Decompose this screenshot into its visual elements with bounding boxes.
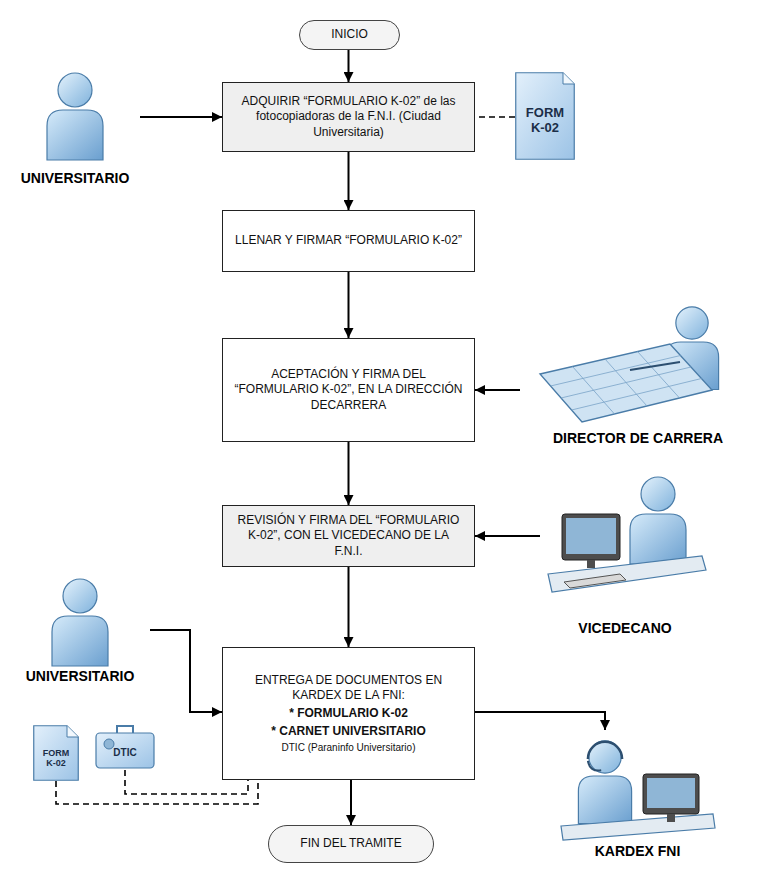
student-actor: UNIVERSITARIO [10, 572, 150, 690]
person-head [63, 579, 97, 613]
flow-arrow [350, 780, 352, 825]
document-fold [563, 73, 574, 84]
form-document: FORM K-02 [33, 725, 79, 781]
monitor-stand [587, 560, 595, 568]
person-head [676, 307, 708, 339]
kardex-actor: KARDEX FNI [555, 730, 720, 865]
document-sheet [516, 73, 575, 160]
card-photo [104, 739, 114, 749]
monitor-stand [667, 814, 675, 822]
icon-label: FORM K-02 [33, 738, 79, 769]
person-body [578, 776, 631, 824]
board-grid [572, 379, 702, 411]
figure-svg [540, 470, 710, 620]
figure-svg [10, 572, 150, 668]
form-document: FORM K-02 [515, 72, 575, 160]
actor-label: UNIVERSITARIO [26, 668, 135, 684]
flow-arrow [140, 116, 222, 118]
flow-arrow [475, 712, 605, 730]
person-body [47, 110, 103, 160]
flow-arrow [348, 50, 350, 82]
actor-label: KARDEX FNI [595, 843, 681, 859]
flow-arrow [348, 442, 350, 505]
actor-label: UNIVERSITARIO [21, 170, 130, 186]
process-box: ENTREGA DE DOCUMENTOS EN KARDEX DE LA FN… [222, 647, 475, 780]
keyboard [564, 574, 626, 588]
illustration [540, 307, 719, 422]
dashed-link [475, 116, 515, 118]
vicedean-actor: VICEDECANO [540, 470, 710, 642]
person-head [589, 741, 621, 773]
step-text: INICIO [331, 27, 368, 43]
step-text: ADQUIRIR “FORMULARIO K-02” de las fotoco… [233, 94, 464, 141]
director-actor: DIRECTOR DE CARRERA [520, 300, 756, 452]
figure-svg [10, 66, 140, 170]
icon-label: FORM K-02 [515, 96, 575, 136]
headset-mic [588, 761, 601, 771]
flow-arrow [348, 152, 350, 210]
monitor-screen [647, 778, 695, 808]
desk [548, 556, 706, 592]
step-text: REVISIÓN Y FIRMA DEL “FORMULARIO K-02”, … [233, 513, 464, 560]
flow-arrow [150, 630, 222, 712]
step-text: ENTREGA DE DOCUMENTOS EN KARDEX DE LA FN… [233, 673, 464, 704]
person-body [52, 616, 108, 666]
dashed-link [56, 780, 258, 804]
monitor [562, 514, 620, 560]
figure-svg [95, 722, 155, 770]
step-text: ACEPTACIÓN Y FIRMA DEL “FORMULARIO K-02”… [233, 367, 464, 414]
process-box: ACEPTACIÓN Y FIRMA DEL “FORMULARIO K-02”… [222, 338, 475, 442]
figure-svg [520, 300, 756, 430]
process-box: REVISIÓN Y FIRMA DEL “FORMULARIO K-02”, … [222, 505, 475, 567]
monitor-screen [566, 518, 616, 554]
student-actor: UNIVERSITARIO [10, 66, 140, 192]
figure-svg [555, 730, 720, 843]
person-head [58, 73, 92, 107]
board-grid [561, 367, 691, 398]
step-text: * CARNET UNIVERSITARIO [271, 724, 425, 740]
flow-arrow [475, 535, 540, 537]
desk [561, 814, 715, 840]
flow-arrow [348, 567, 350, 647]
document-fold [67, 726, 78, 737]
illustration [561, 741, 715, 840]
illustration [52, 579, 108, 666]
flow-arrow [475, 389, 520, 391]
document-sheet [34, 726, 79, 781]
headset [588, 742, 622, 759]
board-grid [638, 352, 680, 399]
end-terminal: FIN DEL TRAMITE [268, 825, 434, 863]
illustration [47, 73, 103, 160]
start-terminal: INICIO [299, 20, 400, 50]
drafting-ruler [630, 362, 680, 370]
process-box: LLENAR Y FIRMAR “FORMULARIO K-02” [222, 210, 475, 272]
process-box: ADQUIRIR “FORMULARIO K-02” de las fotoco… [222, 82, 475, 152]
step-text: LLENAR Y FIRMAR “FORMULARIO K-02” [235, 233, 462, 249]
flow-arrow [348, 272, 350, 338]
monitor [643, 774, 699, 814]
drafting-board [540, 344, 712, 422]
actor-label: DIRECTOR DE CARRERA [553, 430, 723, 446]
step-text: FIN DEL TRAMITE [300, 836, 401, 852]
person-body [630, 514, 686, 564]
step-text: * FORMULARIO K-02 [289, 706, 408, 722]
step-text: DTIC (Paraninfo Universitario) [282, 741, 416, 754]
illustration [516, 73, 575, 160]
actor-label: VICEDECANO [578, 620, 671, 636]
person-head [641, 477, 675, 511]
illustration [96, 726, 154, 768]
id-card: DTIC [95, 722, 155, 770]
illustration [548, 477, 706, 592]
illustration [34, 726, 79, 781]
card-body [96, 733, 154, 768]
icon-label: DTIC [109, 733, 140, 759]
